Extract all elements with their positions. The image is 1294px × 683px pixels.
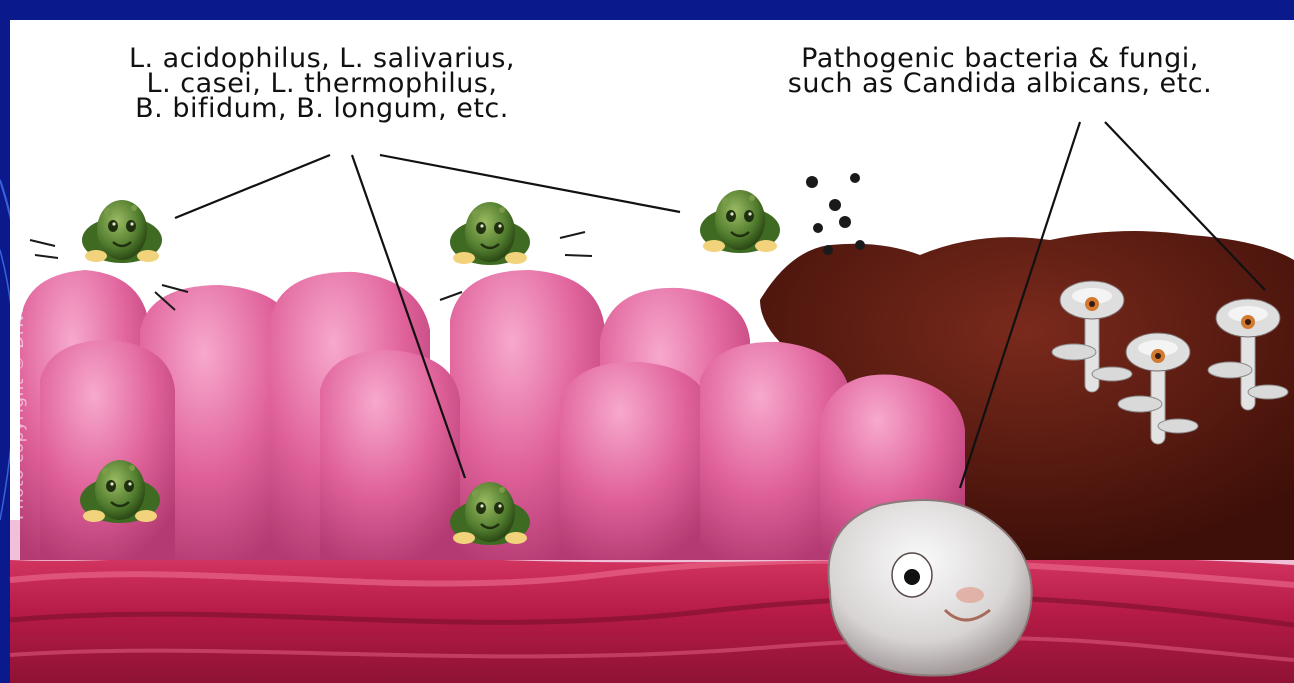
villus [40, 340, 175, 560]
pathogens-label-line: such as Candida albicans, etc. [730, 71, 1270, 96]
villus [560, 362, 710, 560]
villus [320, 350, 460, 560]
probiotics-label: L. acidophilus, L. salivarius, L. casei,… [72, 46, 572, 121]
copyright-watermark: Photo copyright © DrNatura.com [8, 223, 28, 520]
pathogens-label: Pathogenic bacteria & fungi, such as Can… [730, 46, 1270, 96]
probiotics-label-line: B. bifidum, B. longum, etc. [72, 96, 572, 121]
